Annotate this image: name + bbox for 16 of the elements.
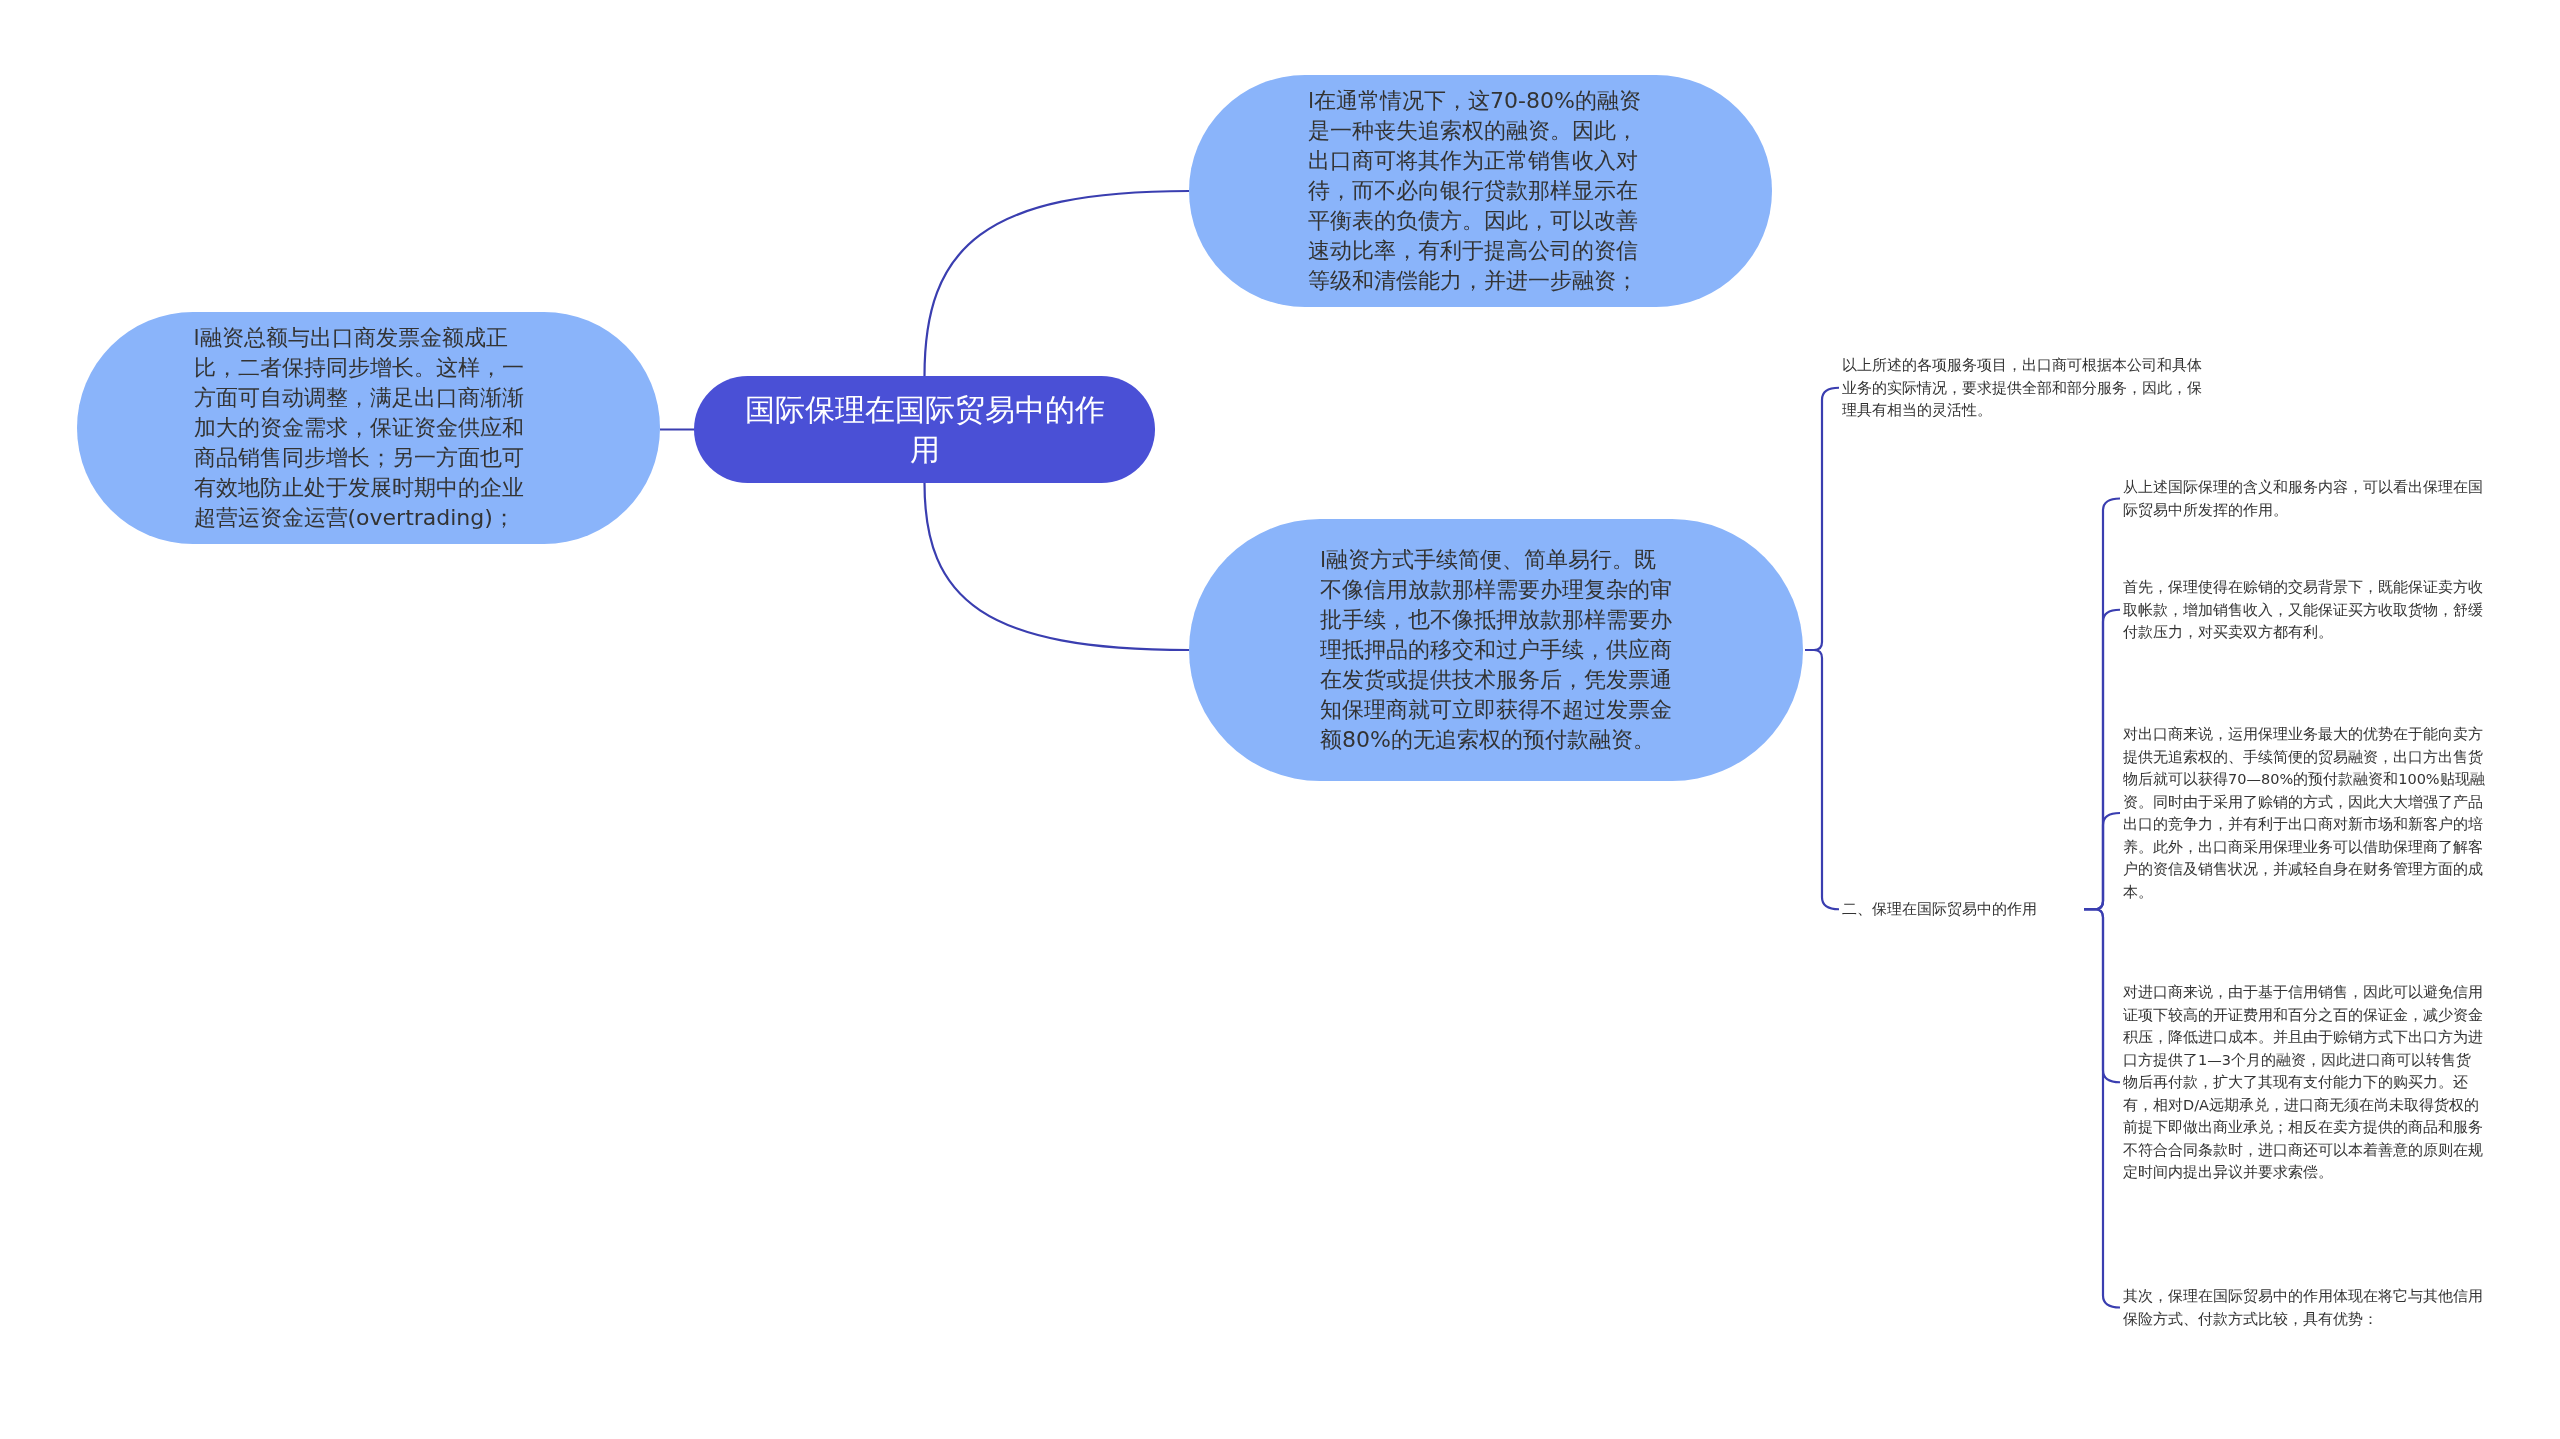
connector-line [1805,648,1840,911]
branch-text: 对出口商来说，运用保理业务最大的优势在于能向卖方提供无追索权的、手续简便的贸易融资，出口方出售货物后就可以获得70—80%的预付款融资和100%贴现融资。同时由于采用了赊销的方式，因此大大增强了产品出口的竞争力，并有利于出口商对新市场和新客户的培养。此外，出口商采用保理业务可以借助保理商了解客户的资信及销售状况，并减轻自身在财务管理方面的成本。 [2123,725,2485,902]
connector-line [660,428,694,431]
branch-text: 对进口商来说，由于基于信用销售，因此可以避免信用证项下较高的开证费用和百分之百的保证金，减少资金积压，降低进口成本。并且由于赊销方式下出口方为进口方提供了1—3个月的融资，因此进口商可以转售货物后再付款，扩大了其现有支付能力下的购买力。还有，相对D/A远期承兑，进口商无须在尚未取得货权的前提下即做出商业承兑；相反在卖方提供的商品和服务不符合合同条款时，进口商还可以本着善意的原则在规定时间内提出异议并要求索偿。 [2123,983,2484,1182]
branch-text: 从上述国际保理的含义和服务内容，可以看出保理在国际贸易中所发挥的作用。 [2123,478,2484,520]
connector-line [2084,908,2121,1309]
branch-text: 首先，保理使得在赊销的交易背景下，既能保证卖方收取帐款，增加销售收入，又能保证买方收取货物，舒缓付款压力，对买卖双方都有利。 [2123,578,2484,642]
branch-text: 二、保理在国际贸易中的作用 [1842,900,2038,919]
connector-line [923,189,1190,377]
branch-text: 其次，保理在国际贸易中的作用体现在将它与其他信用保险方式、付款方式比较，具有优势： [2123,1287,2484,1329]
topic-title: 国际保理在国际贸易中的作用 [744,390,1105,469]
connector-line [923,482,1190,652]
topic-text: l融资方式手续简便、简单易行。既不像信用放款那样需要办理复杂的审批手续，也不像抵押放款那样需要办理抵押品的移交和过户手续，供应商在发货或提供技术服务后，凭发票通知保理商就可立即获得不超过发票金额80%的无追索权的预付款融资。 [1320,546,1672,754]
topic-text: l在通常情况下，这70-80%的融资是一种丧失追索权的融资。因此，出口商可将其作为正常销售收入对待，而不必向银行贷款那样显示在平衡表的负债方。因此，可以改善速动比率，有利于提高公司的资信等级和清偿能力，并进一步融资； [1308,87,1642,295]
branch-text: 以上所述的各项服务项目，出口商可根据本公司和具体业务的实际情况，要求提供全部和部分服务，因此，保理具有相当的灵活性。 [1842,356,2203,420]
topic-text: l融资总额与出口商发票金额成正比，二者保持同步增长。这样，一方面可自动调整，满足出口商渐渐加大的资金需求，保证资金供应和商品销售同步增长；另一方面也可有效地防止处于发展时期中的企业超营运资金运营(overtrading)； [193,324,525,532]
